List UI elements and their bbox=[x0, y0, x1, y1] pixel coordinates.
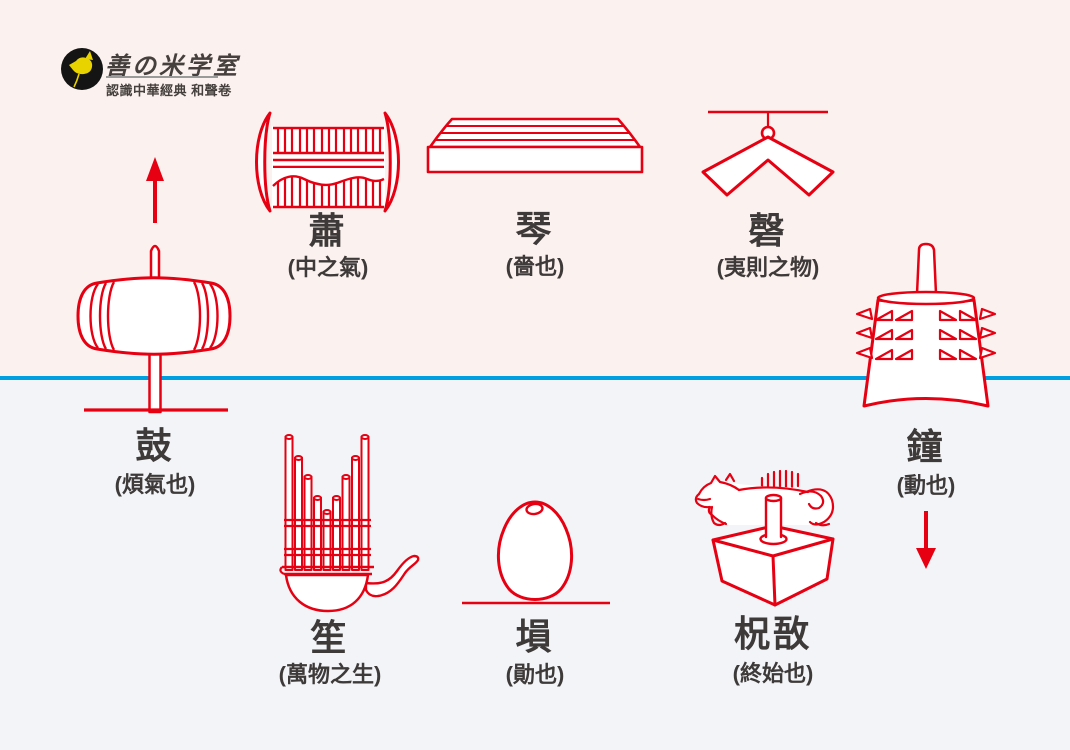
xiao-drawing bbox=[255, 111, 400, 213]
label-qing: 磬 bbox=[748, 210, 788, 251]
bird-icon bbox=[61, 48, 103, 90]
note-qing: (夷則之物) bbox=[716, 255, 820, 280]
note-zhong: (動也) bbox=[896, 473, 956, 498]
note-qin: (嗇也) bbox=[505, 254, 565, 279]
note-zhuyu: (終始也) bbox=[732, 661, 814, 686]
up-arrow-icon bbox=[146, 157, 164, 223]
label-xiao: 蕭 bbox=[308, 210, 348, 251]
logo-subtitle: 認識中華經典 和聲卷 bbox=[106, 83, 232, 98]
xun-drawing bbox=[462, 500, 610, 605]
label-gu: 鼓 bbox=[135, 425, 175, 466]
down-arrow-icon bbox=[916, 511, 936, 569]
zhong-drawing bbox=[855, 242, 997, 408]
qing-drawing bbox=[701, 110, 835, 197]
zhuyu-drawing bbox=[694, 469, 835, 607]
note-xun: (勛也) bbox=[505, 662, 565, 687]
label-sheng: 笙 bbox=[310, 617, 350, 658]
label-xun: 塤 bbox=[515, 616, 555, 657]
gu-drawing bbox=[76, 244, 232, 414]
note-sheng: (萬物之生) bbox=[278, 662, 382, 687]
label-qin: 琴 bbox=[515, 208, 555, 249]
label-zhong: 鐘 bbox=[906, 426, 946, 467]
logo-rule bbox=[106, 76, 218, 78]
divider-line bbox=[0, 376, 1070, 380]
label-zhuyu: 柷敔 bbox=[733, 613, 812, 654]
logo-title: 善の米学室 bbox=[105, 51, 240, 80]
note-xiao: (中之氣) bbox=[287, 255, 369, 280]
note-gu: (煩氣也) bbox=[114, 472, 196, 497]
qin-drawing bbox=[426, 117, 644, 174]
sheng-drawing bbox=[279, 434, 420, 613]
